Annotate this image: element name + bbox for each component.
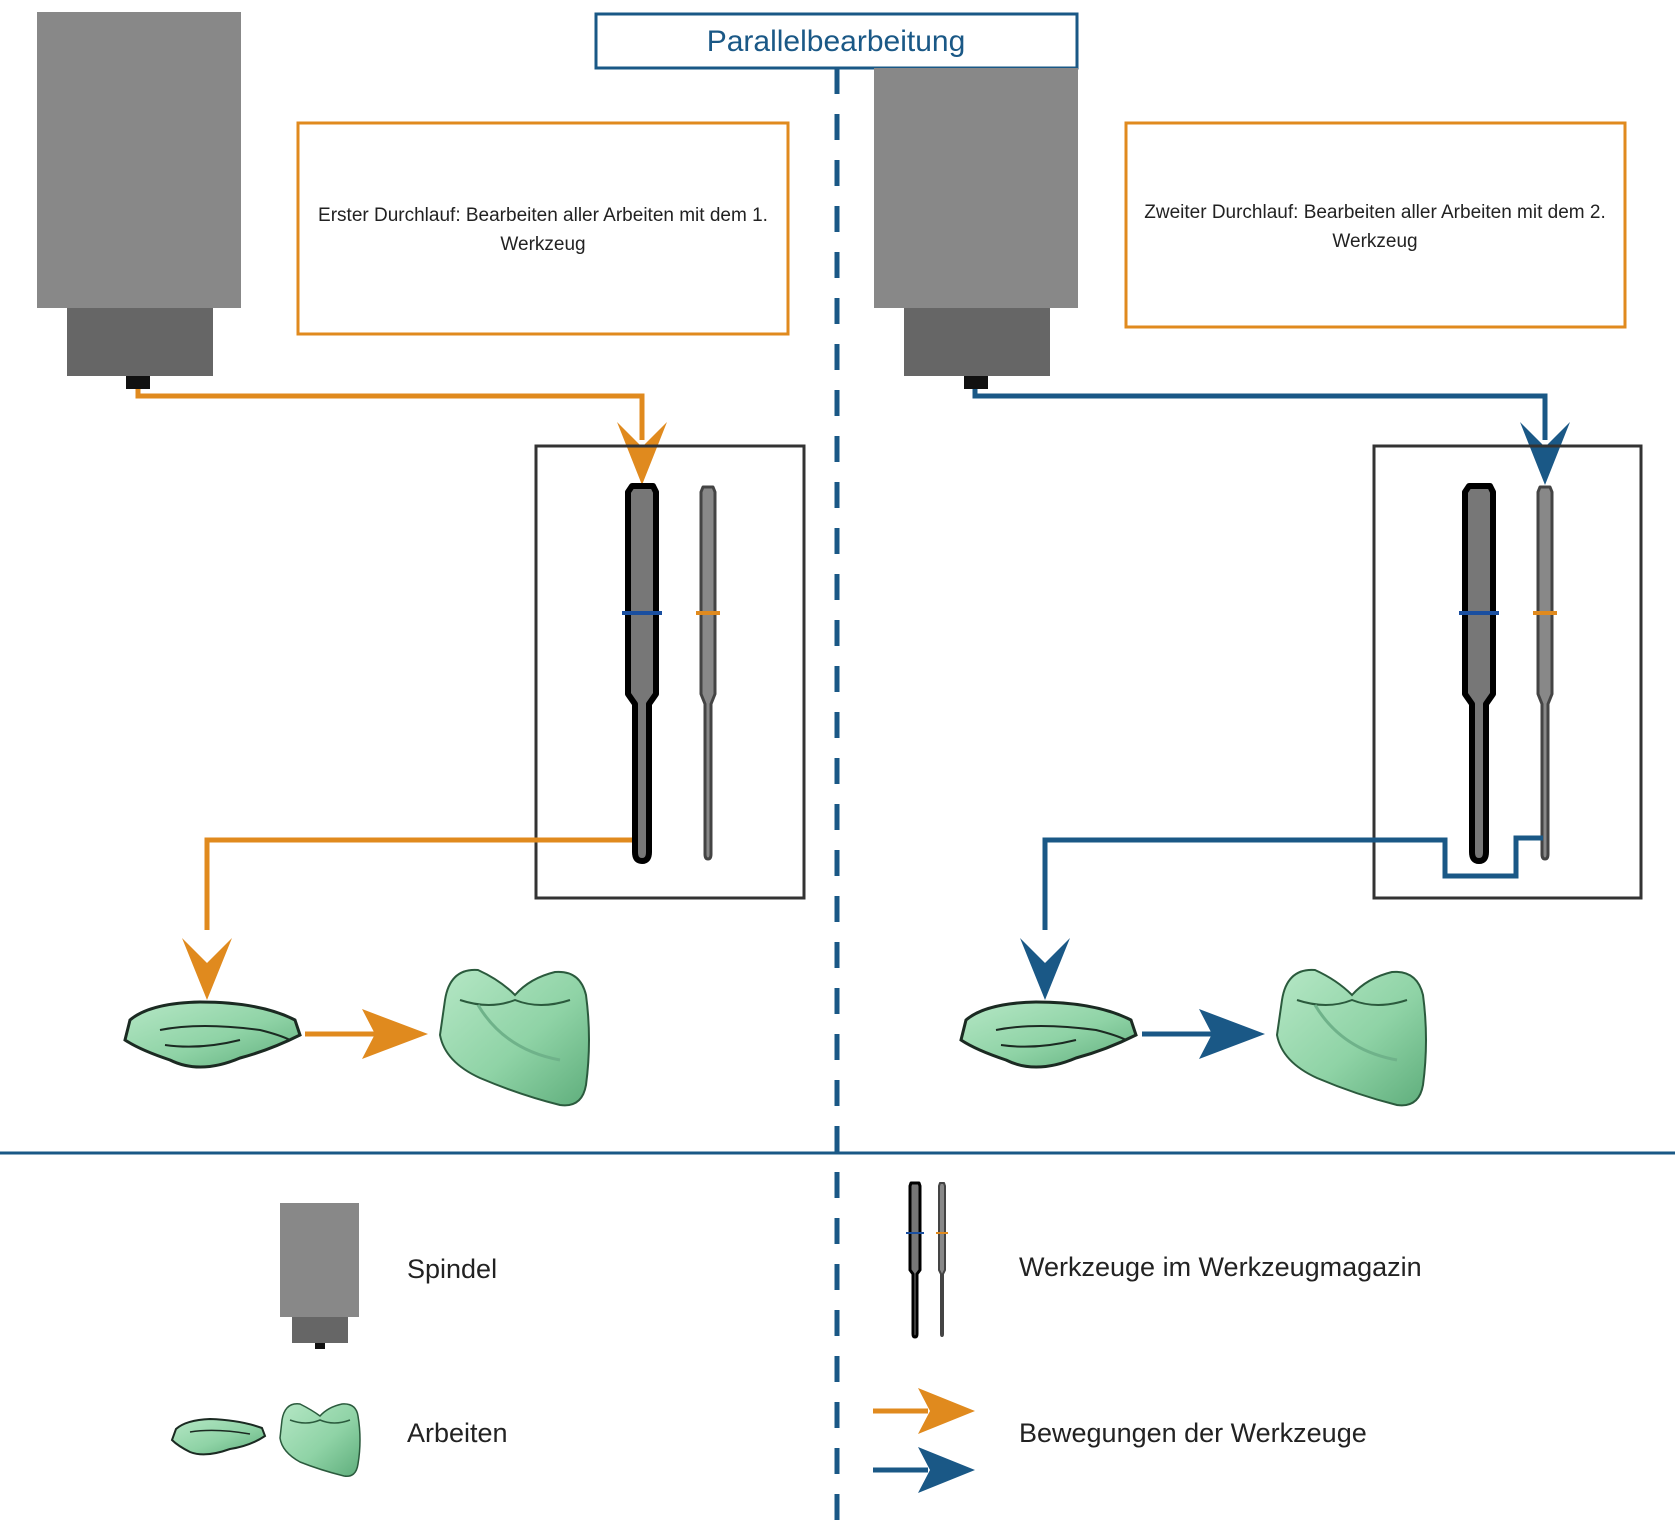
left-note-line2: Werkzeug	[500, 234, 585, 255]
legend-tools: Werkzeuge im Werkzeugmagazin	[906, 1181, 1422, 1339]
milling-tool-icon	[1533, 485, 1557, 861]
milling-tool-icon	[1459, 483, 1499, 864]
dental-blank-icon	[170, 1417, 267, 1456]
arrow-head-icon	[617, 422, 667, 485]
legend-works: Arbeiten	[170, 1403, 508, 1477]
tool-to-work-arrow	[204, 837, 632, 930]
arrow-head-icon	[1520, 422, 1570, 485]
spindle-icon	[280, 1203, 359, 1349]
page-title: Parallelbearbeitung	[707, 25, 966, 58]
milling-tool-icon	[906, 1181, 924, 1339]
spindle-to-tool-arrow	[135, 389, 645, 440]
milling-tool-icon	[936, 1182, 948, 1337]
spindle-to-tool-arrow	[972, 389, 1548, 440]
dental-crown-icon	[438, 968, 590, 1107]
tool-magazine	[1372, 444, 1643, 900]
spindle-icon	[37, 12, 241, 389]
legend-tools-label: Werkzeuge im Werkzeugmagazin	[1019, 1252, 1422, 1282]
legend: Spindel Arbeiten Werkzeuge i	[170, 1181, 1422, 1493]
title-box: Parallelbearbeitung	[594, 12, 1079, 70]
arrow-head-icon	[1020, 938, 1070, 1000]
dental-crown-icon	[1275, 968, 1427, 1107]
right-note-line1: Zweiter Durchlauf: Bearbeiten aller Arbe…	[1144, 202, 1606, 223]
arrow-head-icon	[182, 938, 232, 1000]
right-note-box: Zweiter Durchlauf: Bearbeiten aller Arbe…	[1124, 121, 1627, 329]
arrow-head-icon	[1199, 1009, 1265, 1059]
right-note-line2: Werkzeug	[1332, 231, 1417, 252]
milling-tool-icon	[622, 483, 662, 864]
arrow-head-icon	[362, 1009, 428, 1059]
arrow-icon	[873, 1447, 975, 1493]
milling-tool-icon	[696, 485, 720, 861]
legend-works-label: Arbeiten	[407, 1418, 508, 1448]
left-note-box: Erster Durchlauf: Bearbeiten aller Arbei…	[296, 121, 790, 336]
spindle-icon	[874, 68, 1078, 389]
legend-movements-label: Bewegungen der Werkzeuge	[1019, 1418, 1367, 1448]
arrow-icon	[873, 1388, 975, 1434]
tool-magazine	[534, 444, 806, 900]
left-panel: Erster Durchlauf: Bearbeiten aller Arbei…	[37, 12, 806, 1107]
right-panel: Zweiter Durchlauf: Bearbeiten aller Arbe…	[874, 68, 1643, 1107]
dental-blank-icon	[959, 1000, 1138, 1069]
dental-blank-icon	[123, 1000, 302, 1069]
legend-spindle: Spindel	[280, 1203, 497, 1349]
legend-movements: Bewegungen der Werkzeuge	[873, 1388, 1367, 1493]
legend-spindle-label: Spindel	[407, 1254, 497, 1284]
tool-to-work-arrow	[1042, 835, 1543, 930]
dental-crown-icon	[279, 1403, 361, 1477]
left-note-line1: Erster Durchlauf: Bearbeiten aller Arbei…	[318, 205, 768, 226]
